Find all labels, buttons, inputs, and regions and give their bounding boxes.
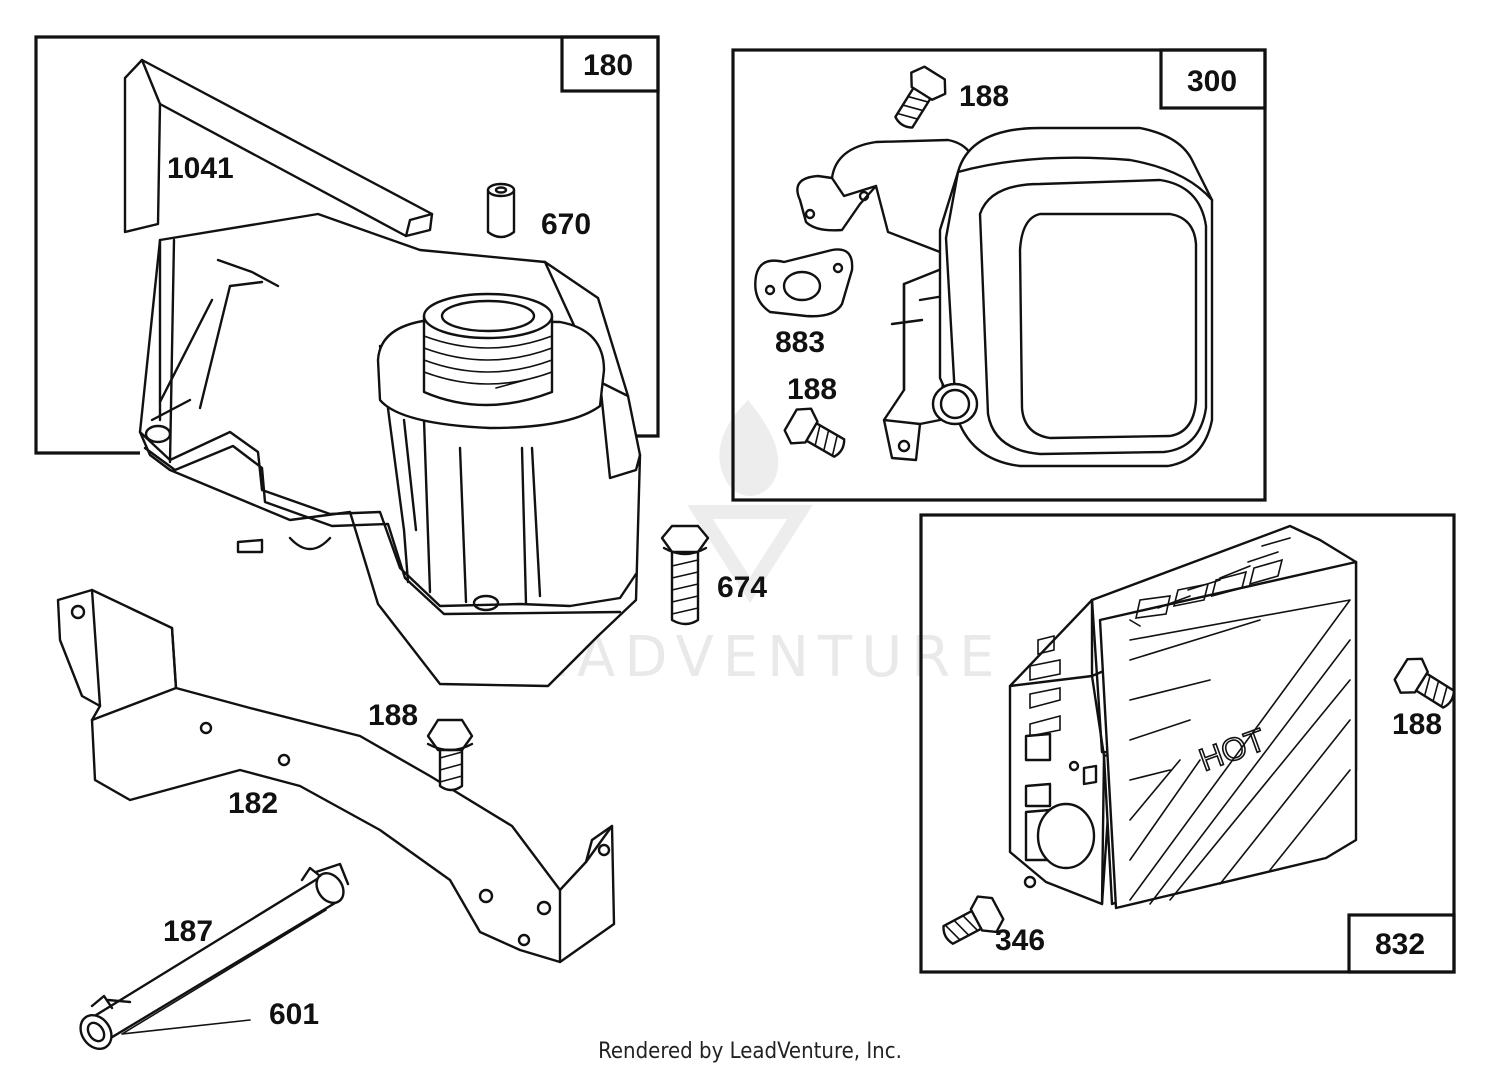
callout-188-bracket: 188: [368, 699, 418, 732]
footer-credit: Rendered by LeadVenture, Inc.: [598, 1039, 902, 1064]
watermark-v-icon: [687, 505, 813, 603]
part-bolt-188-mid: [783, 407, 846, 458]
callout-1041: 1041: [167, 152, 234, 185]
part-heat-shield: HOT: [1008, 524, 1358, 910]
part-tank-bracket: [56, 588, 616, 964]
watermark-flame-icon: [719, 400, 779, 496]
part-gasket: [754, 248, 854, 318]
part-bolt-188-top: [894, 65, 947, 129]
group-180-number: 180: [583, 49, 633, 82]
part-bolt-188-right: [1393, 657, 1456, 709]
callout-674: 674: [717, 571, 767, 604]
group-180-number-box: [560, 35, 660, 93]
part-bolt-346: [942, 895, 1005, 945]
group-832-number-box: [1347, 913, 1456, 974]
callout-187: 187: [163, 915, 213, 948]
callout-182: 182: [228, 787, 278, 820]
callouts: 1041 670 188 883 188 674 188 182 187 601…: [163, 80, 1442, 1031]
group-832-frame: [919, 513, 1456, 974]
callout-670: 670: [541, 208, 591, 241]
group-300-frame: [731, 48, 1267, 502]
group-832: 832: [919, 513, 1456, 974]
group-832-number: 832: [1375, 928, 1425, 961]
callout-188-mid: 188: [787, 373, 837, 406]
callout-883: 883: [775, 326, 825, 359]
part-fuel-line: [79, 862, 350, 1050]
callout-188-top: 188: [959, 80, 1009, 113]
part-fuel-tank: [138, 212, 642, 688]
group-300-number-box: [1159, 48, 1267, 110]
callout-346: 346: [995, 924, 1045, 957]
group-300-number: 300: [1187, 65, 1237, 98]
part-bolt-674: [660, 524, 710, 626]
group-300: 300: [731, 48, 1267, 502]
group-180: 180: [34, 35, 660, 455]
part-bolt-188-bracket: [426, 718, 474, 792]
callout-188-right: 188: [1392, 708, 1442, 741]
group-180-frame: [34, 35, 660, 455]
callout-601: 601: [269, 998, 319, 1031]
part-sleeve: [486, 182, 516, 239]
part-dipstick-tube: [123, 58, 434, 238]
part-muffler: [796, 126, 1214, 468]
